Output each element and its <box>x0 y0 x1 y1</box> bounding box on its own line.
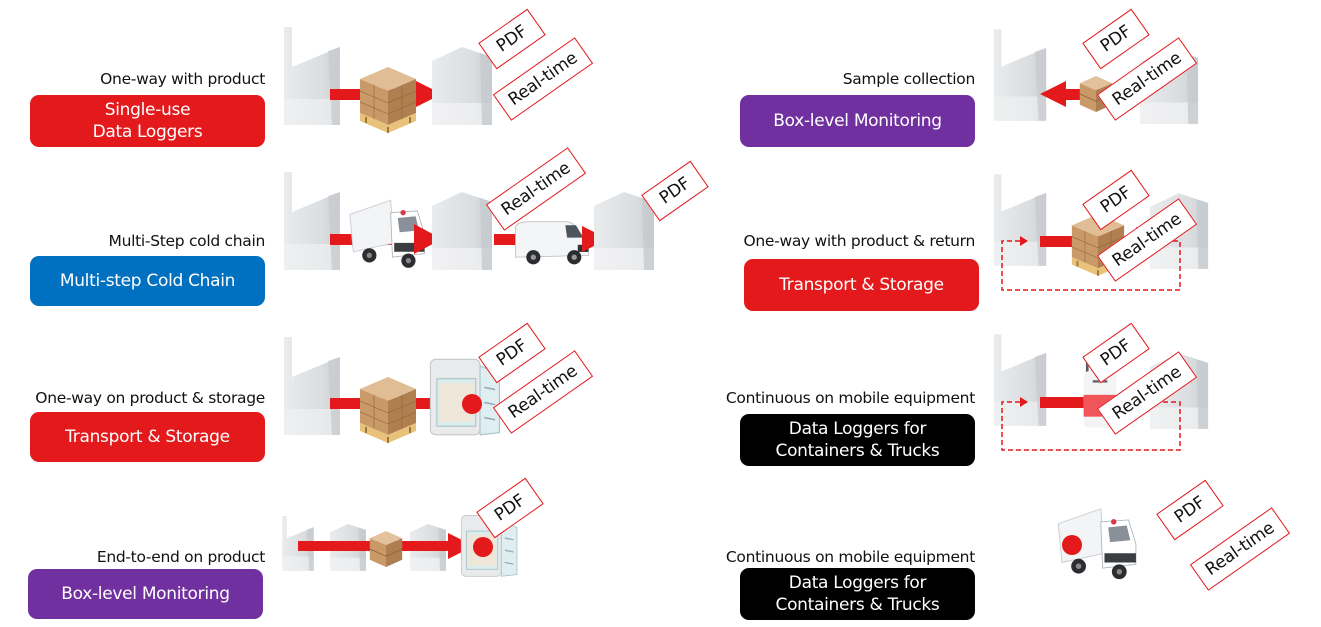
button-label-line: Data Loggers <box>92 122 203 142</box>
scene-one-way-product-storage <box>284 337 501 444</box>
transport-storage-button[interactable]: Transport & Storage <box>744 259 979 311</box>
return-loop-dashed-line <box>1001 401 1181 451</box>
scenario-caption: End-to-end on product <box>96 548 265 566</box>
button-label-line: Transport & Storage <box>65 427 230 447</box>
box-level-monitoring-button[interactable]: Box-level Monitoring <box>740 95 975 147</box>
scene-end-to-end-on-product <box>282 514 518 577</box>
warehouse-icon <box>432 192 492 270</box>
warehouse-icon <box>432 47 492 125</box>
van-icon <box>515 221 589 265</box>
logger-dot-icon <box>1062 535 1082 555</box>
single-use-data-loggers-button[interactable]: Single-use Data Loggers <box>30 95 265 147</box>
arrow-left-icon <box>1040 81 1066 107</box>
realtime-tag: Real-time <box>1189 507 1291 591</box>
return-arrow-icon <box>1020 236 1028 246</box>
box-level-monitoring-button[interactable]: Box-level Monitoring <box>28 569 263 619</box>
button-label-line: Containers & Trucks <box>775 595 940 615</box>
arrow-right-icon <box>414 224 442 254</box>
pdf-report-tag: PDF <box>1156 479 1224 541</box>
button-label-line: Box-level Monitoring <box>773 111 942 131</box>
logger-dot-icon <box>473 537 493 557</box>
multi-step-cold-chain-button[interactable]: Multi-step Cold Chain <box>30 256 265 306</box>
scene-continuous-mobile-truck <box>1057 508 1137 580</box>
container-truck-loggers-button[interactable]: Data Loggers for Containers & Trucks <box>740 414 975 466</box>
transport-storage-button[interactable]: Transport & Storage <box>30 412 265 462</box>
scene-multi-step-cold-chain <box>284 172 654 270</box>
arrow-right-icon <box>416 81 442 107</box>
button-label-line: Box-level Monitoring <box>61 584 230 604</box>
warehouse-icon <box>594 192 654 270</box>
factory-icon <box>284 172 340 270</box>
return-loop-dashed-line <box>1001 240 1181 291</box>
scenario-caption: One-way on product & storage <box>35 389 265 407</box>
factory-icon <box>993 174 1047 266</box>
scenario-caption: One-way with product <box>100 70 265 88</box>
container-truck-loggers-button[interactable]: Data Loggers for Containers & Trucks <box>740 568 975 620</box>
box-icon <box>369 530 403 568</box>
factory-icon <box>284 27 340 125</box>
button-label-line: Multi-step Cold Chain <box>59 271 236 291</box>
truck-icon <box>349 199 425 269</box>
scenario-caption: Continuous on mobile equipment <box>725 389 975 407</box>
scenario-caption: Sample collection <box>842 70 976 88</box>
factory-icon <box>993 29 1047 121</box>
factory-icon <box>284 337 340 435</box>
scenario-caption: Continuous on mobile equipment <box>725 548 975 566</box>
button-label-line: Data Loggers for <box>788 419 927 439</box>
scene-one-way-with-product <box>284 27 492 134</box>
button-label-line: Transport & Storage <box>779 275 944 295</box>
pallet-icon <box>359 66 417 134</box>
button-label-line: Containers & Trucks <box>775 441 940 461</box>
return-arrow-icon <box>1020 397 1028 407</box>
scenario-caption: Multi-Step cold chain <box>108 232 266 250</box>
scenario-caption: One-way with product & return <box>743 232 976 250</box>
pallet-icon <box>359 376 417 444</box>
logger-dot-icon <box>462 394 482 414</box>
button-label-line: Data Loggers for <box>788 573 927 593</box>
button-label-line: Single-use <box>104 100 191 120</box>
